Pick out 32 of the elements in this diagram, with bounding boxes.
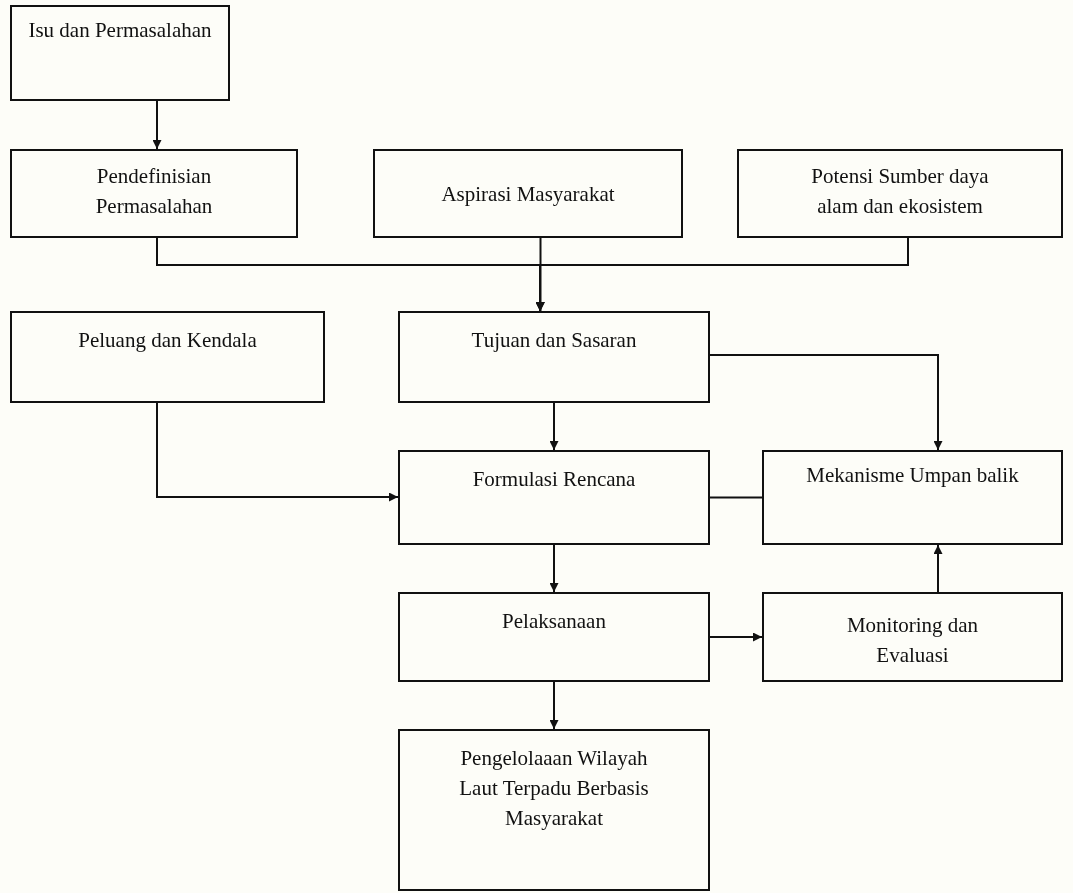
process-box [762,592,1063,682]
box-label: Formulasi Rencana [472,466,636,493]
process-box [398,729,710,891]
box-label: Isu dan Permasalahan [28,17,212,44]
arrow [549,681,559,730]
process-box [373,149,683,238]
arrow [156,402,399,502]
box-label: Peluang dan Kendala [78,327,257,354]
box-label: Pendefinisian Permasalahan [94,163,214,220]
process-box [398,450,710,545]
process-box [737,149,1063,238]
arrow [709,632,763,642]
box-label: Aspirasi Masyarakat [441,181,615,208]
box-label: Monitoring dan Evaluasi [845,612,980,669]
arrow [709,354,943,451]
process-box [10,311,325,403]
arrow [549,544,559,593]
process-box [398,592,710,682]
process-box [10,149,298,238]
arrow [535,237,909,312]
box-label: Pelaksanaan [502,608,606,635]
box-label: Mekanisme Umpan balik [806,462,1019,489]
process-box [762,450,1063,545]
box-label: Tujuan dan Sasaran [471,327,637,354]
process-box [398,311,710,403]
box-label: Potensi Sumber daya alam dan ekosistem [810,163,990,220]
process-box [10,5,230,101]
box-label: Pengelolaaan Wilayah Laut Terpadu Berbasis Masyarakat [458,745,650,832]
arrow [152,100,162,150]
arrow [549,402,559,451]
arrow [933,544,943,593]
connector-line [709,496,763,499]
